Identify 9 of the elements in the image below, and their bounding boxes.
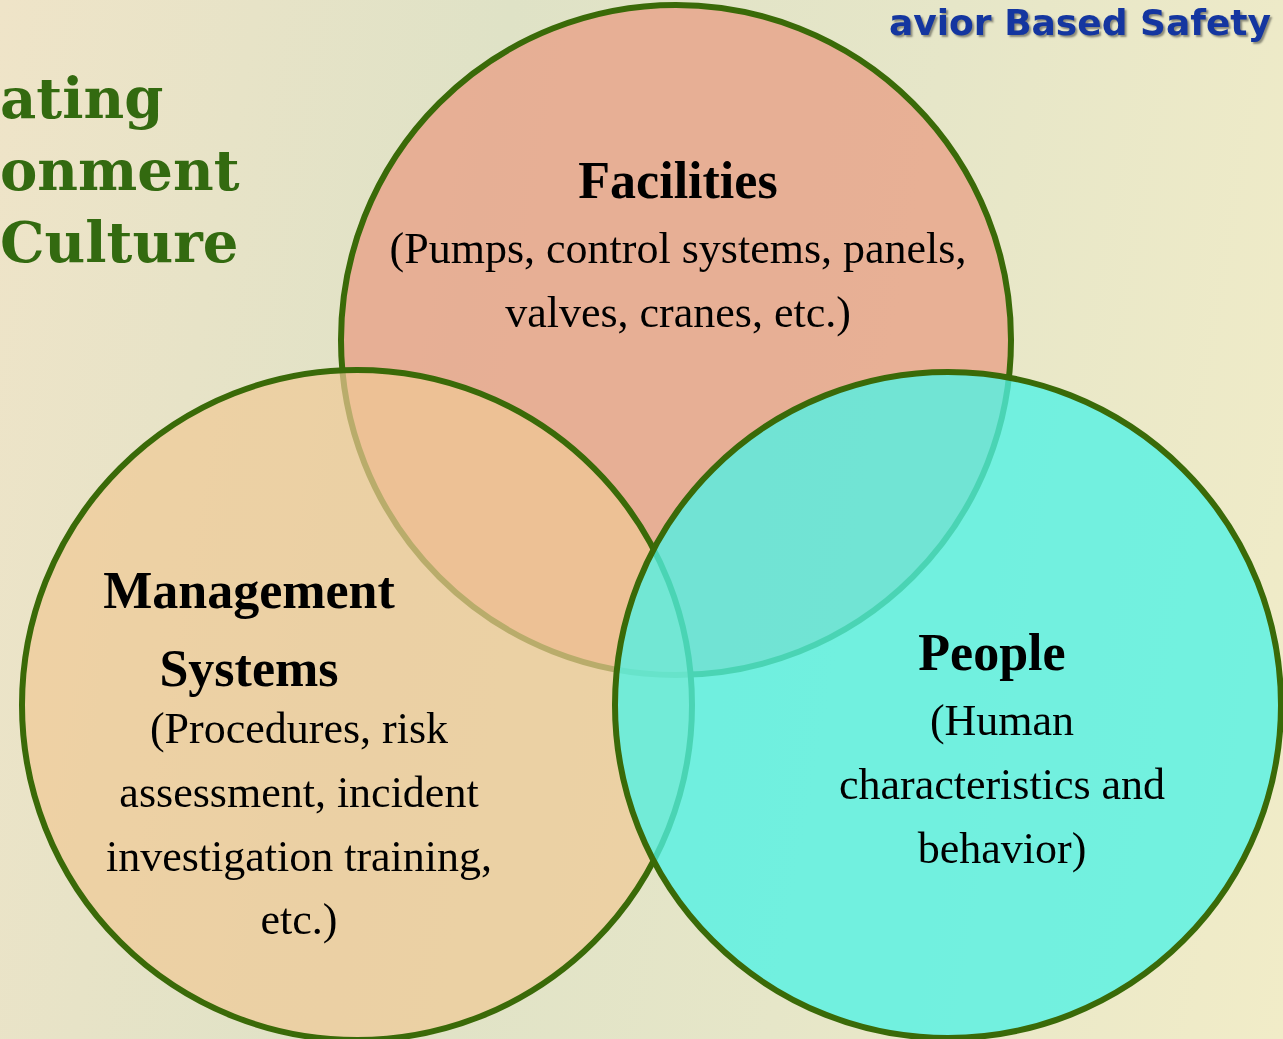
circle-heading: People <box>917 623 1067 683</box>
circle-description: (Pumps, control systems, panels, valves, cranes, etc.) <box>388 223 968 339</box>
circle-heading: Facilities <box>577 151 779 211</box>
subtitle-text: onment <box>0 142 240 198</box>
circle-description: (Human characteristics and behavior) <box>837 695 1167 875</box>
circle-description: (Procedures, risk assessment, incident investigation training, etc.) <box>104 703 494 947</box>
circle-heading: Management Systems <box>102 561 396 699</box>
subtitle-text: Culture <box>0 214 239 270</box>
slide-title: avior Based Safety <box>889 2 1271 43</box>
